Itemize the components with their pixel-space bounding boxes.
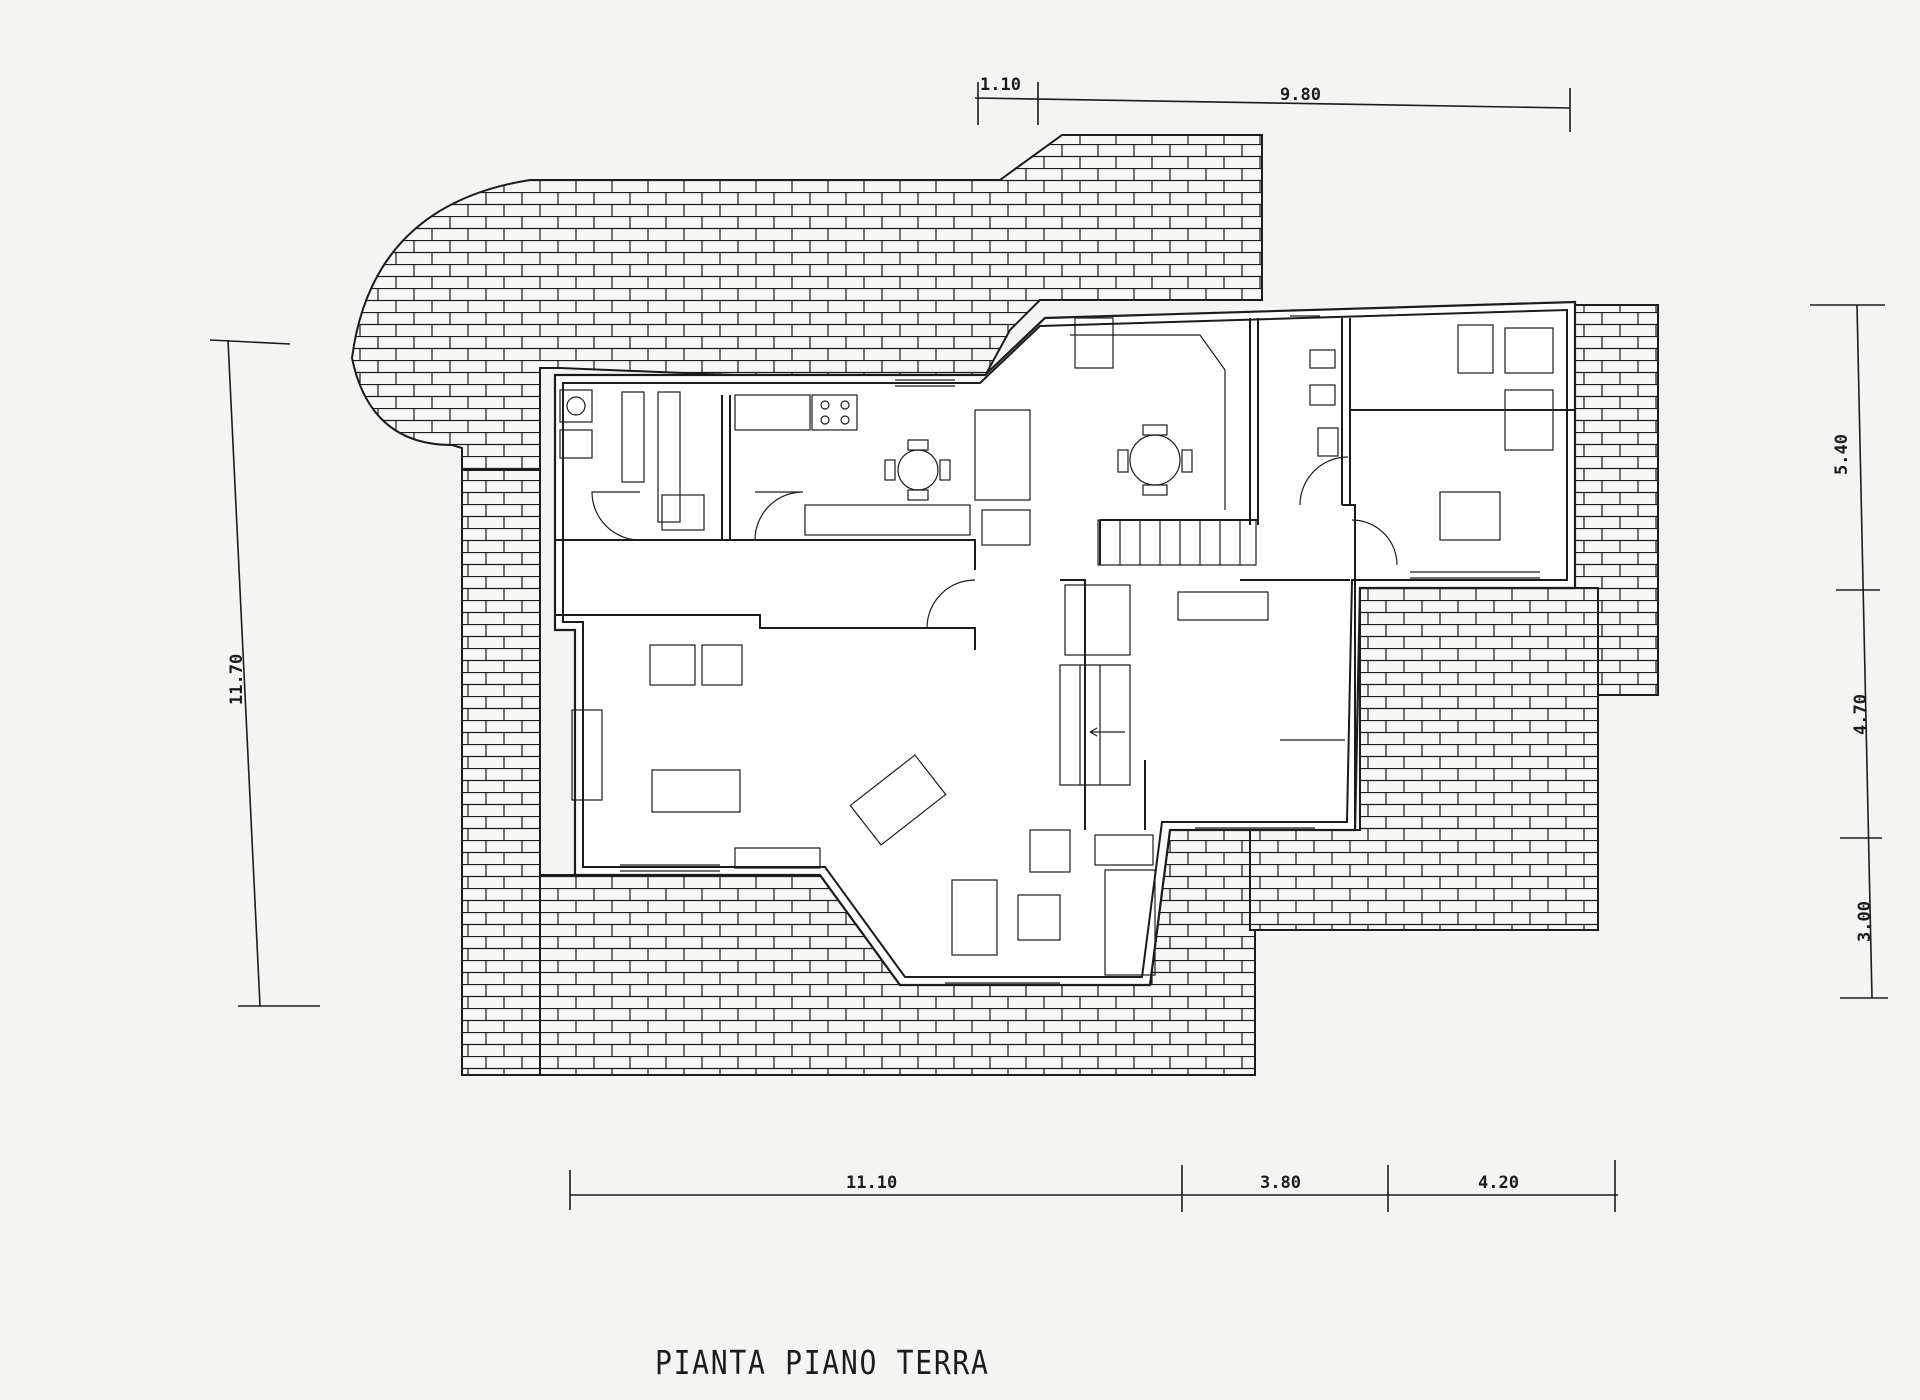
door-swings: [591, 456, 1398, 741]
dim-bottom-3: 4.20: [1478, 1173, 1519, 1193]
terrace-areas: [350, 134, 1659, 1076]
dim-bottom-2: 3.80: [1260, 1173, 1301, 1193]
staircase: [1059, 519, 1257, 786]
dimension-lines: [209, 82, 1888, 1212]
dim-top-1: 1.10: [980, 75, 1021, 95]
dim-right-2: 4.70: [1851, 694, 1871, 735]
north-terrace: [350, 134, 1263, 471]
dimension-labels: 1.10 9.80 11.10 3.80 4.20 11.70 5.40 4.7…: [227, 75, 1875, 1193]
dim-right-3: 3.00: [1855, 901, 1875, 942]
fixtures: [559, 349, 1339, 536]
west-terrace: [461, 469, 541, 1076]
dim-bottom-1: 11.10: [846, 1173, 897, 1193]
dim-right-1: 5.40: [1832, 434, 1852, 475]
plan-title: PIANTA PIANO TERRA: [655, 1343, 990, 1382]
dim-left-1: 11.70: [227, 654, 247, 705]
dim-top-2: 9.80: [1280, 85, 1321, 105]
furniture: [571, 317, 1554, 976]
windows: [620, 309, 1540, 984]
interior-walls: [555, 318, 1575, 830]
east-terrace-lower: [1249, 587, 1599, 931]
